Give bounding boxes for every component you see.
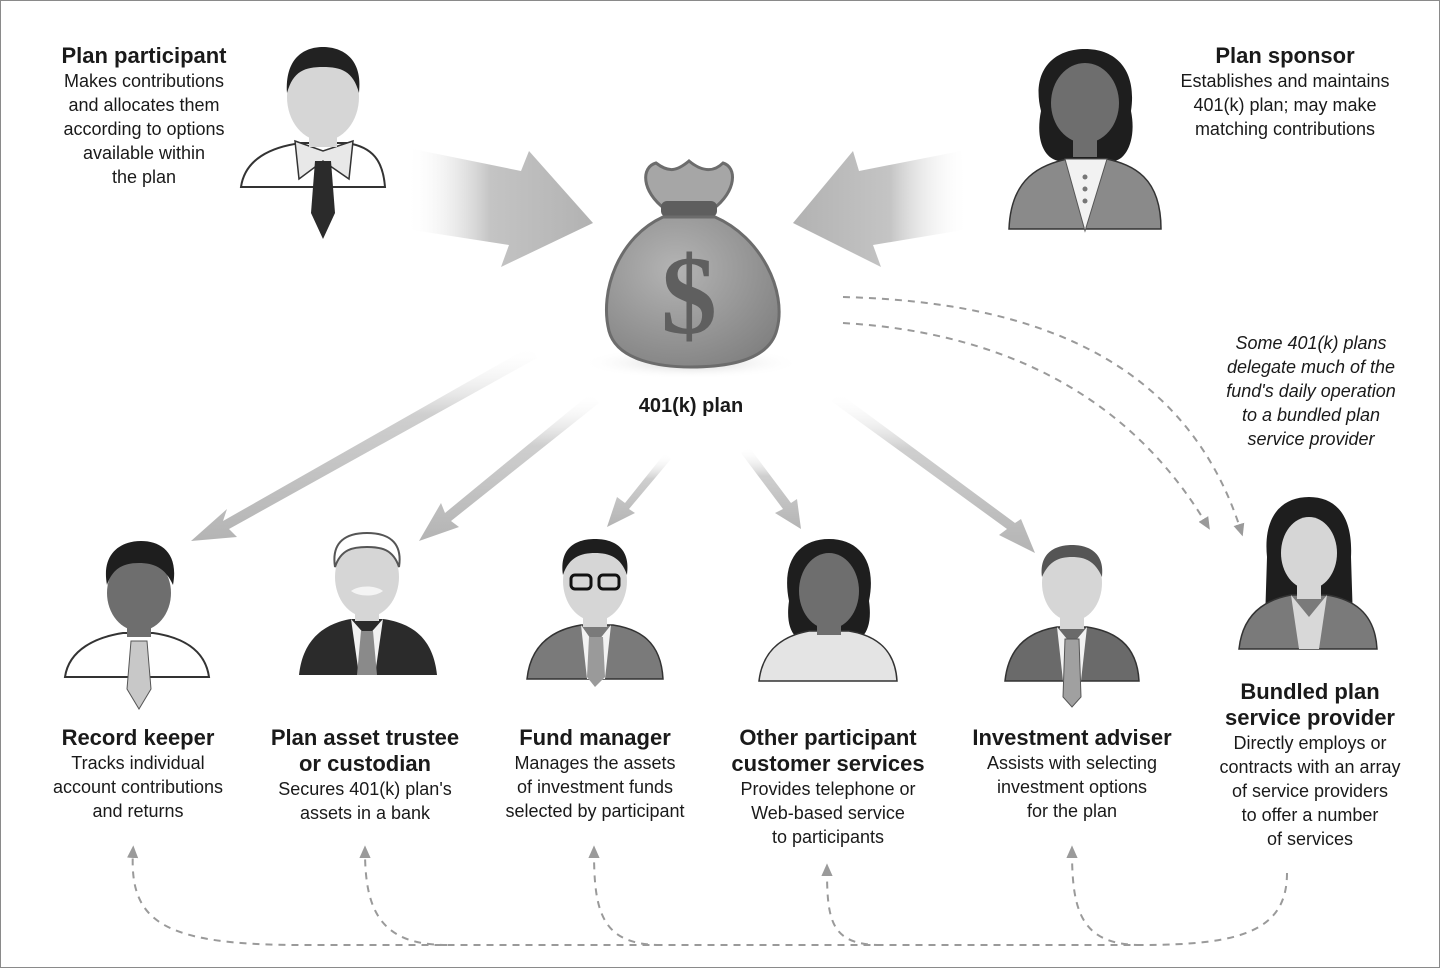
provider-desc-line: and returns xyxy=(92,801,184,821)
money-bag-icon: $ xyxy=(581,159,801,379)
provider-desc-line: of services xyxy=(1266,829,1354,849)
note-line: to a bundled plan xyxy=(1241,405,1381,425)
provider-title: service provider xyxy=(1225,705,1395,730)
arrow-to-record-keeper xyxy=(191,346,537,541)
provider-desc-line: Directly employs or xyxy=(1233,733,1387,753)
participant-title: Plan participant xyxy=(61,43,227,68)
provider-investment-adviser: Investment adviser Assists with selectin… xyxy=(955,725,1189,823)
provider-desc-line: Tracks individual xyxy=(71,753,205,773)
provider-desc-line: account contributions xyxy=(52,777,224,797)
sponsor-desc-line: matching contributions xyxy=(1194,119,1376,139)
note-line: delegate much of the xyxy=(1226,357,1396,377)
provider-desc-line: for the plan xyxy=(1026,801,1118,821)
inbound-arrow-sponsor xyxy=(793,151,969,267)
person-plan-participant-icon xyxy=(239,47,387,239)
participant-text: Plan participant Makes contributions and… xyxy=(29,43,259,189)
arrow-to-investment-adviser xyxy=(831,393,1035,553)
person-plan-sponsor-icon xyxy=(1008,49,1162,233)
provider-title: Bundled plan xyxy=(1240,679,1380,704)
provider-desc-line: to offer a number xyxy=(1241,805,1379,825)
person-investment-adviser-icon xyxy=(1004,545,1140,708)
person-record-keeper-icon xyxy=(63,541,211,710)
provider-customer-services: Other participant customer services Prov… xyxy=(715,725,941,849)
provider-title: or custodian xyxy=(298,751,431,776)
participant-desc-line: Makes contributions xyxy=(63,71,225,91)
provider-desc-line: Provides telephone or xyxy=(740,779,916,799)
participant-desc-line: available within xyxy=(82,143,206,163)
provider-trustee: Plan asset trustee or custodian Secures … xyxy=(253,725,477,825)
provider-desc-line: selected by participant xyxy=(505,801,685,821)
note-line: fund's daily operation xyxy=(1226,381,1396,401)
provider-title: Fund manager xyxy=(519,725,671,750)
provider-title: Plan asset trustee xyxy=(270,725,460,750)
sponsor-text: Plan sponsor Establishes and maintains 4… xyxy=(1147,43,1423,141)
provider-desc-line: Web-based service xyxy=(751,803,905,823)
person-fund-manager-icon xyxy=(526,539,664,687)
provider-record-keeper: Record keeper Tracks individual account … xyxy=(31,725,245,823)
arrow-to-customer-services xyxy=(741,447,801,529)
person-trustee-icon xyxy=(299,531,437,675)
provider-title: Investment adviser xyxy=(972,725,1172,750)
provider-desc-line: assets in a bank xyxy=(299,803,431,823)
provider-title: customer services xyxy=(731,751,925,776)
participant-desc-line: and allocates them xyxy=(68,95,220,115)
provider-title: Other participant xyxy=(739,725,917,750)
arrow-to-trustee xyxy=(419,393,599,541)
bundled-note: Some 401(k) plans delegate much of the f… xyxy=(1191,331,1431,451)
provider-desc-line: Manages the assets xyxy=(514,753,676,773)
participant-desc-line: according to options xyxy=(63,119,225,139)
provider-desc-line: Secures 401(k) plan's xyxy=(278,779,452,799)
dashed-arrow-bundled-2 xyxy=(842,322,1210,530)
note-line: Some 401(k) plans xyxy=(1235,333,1387,353)
provider-fund-manager: Fund manager Manages the assets of inves… xyxy=(483,725,707,823)
note-line: service provider xyxy=(1247,429,1375,449)
outbound-arrows xyxy=(191,346,1035,553)
person-bundled-provider-icon xyxy=(1238,497,1378,650)
person-customer-services-icon xyxy=(758,539,898,682)
provider-desc-line: Assists with selecting xyxy=(986,753,1158,773)
provider-desc-line: to participants xyxy=(771,827,885,847)
provider-bundled: Bundled plan service provider Directly e… xyxy=(1197,679,1423,851)
provider-title: Record keeper xyxy=(61,725,215,750)
plan-label: 401(k) plan xyxy=(638,395,744,417)
sponsor-desc-line: 401(k) plan; may make xyxy=(1193,95,1377,115)
sponsor-desc-line: Establishes and maintains xyxy=(1180,71,1390,91)
sponsor-title: Plan sponsor xyxy=(1215,43,1355,68)
bundled-provider-loops xyxy=(127,845,1288,946)
provider-desc-line: contracts with an array xyxy=(1219,757,1401,777)
dollar-symbol: $ xyxy=(661,234,717,358)
arrow-to-fund-manager xyxy=(607,453,671,527)
inbound-arrow-participant xyxy=(406,149,593,267)
dashed-arrow-bundled-1 xyxy=(842,296,1245,537)
provider-desc-line: of investment funds xyxy=(516,777,674,797)
provider-desc-line: of service providers xyxy=(1231,781,1389,801)
participant-desc-line: the plan xyxy=(111,167,177,187)
provider-desc-line: investment options xyxy=(996,777,1148,797)
